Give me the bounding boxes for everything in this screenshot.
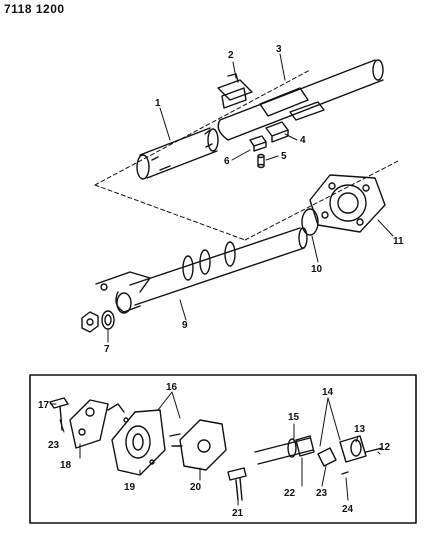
shift-blocks — [249, 121, 289, 152]
callout-24: 24 — [342, 504, 354, 515]
callout-11: 11 — [393, 236, 404, 247]
callout-2: 2 — [228, 50, 234, 61]
steering-shaft — [95, 227, 308, 314]
nut-washer — [81, 310, 115, 333]
cancel-cam-20 — [169, 419, 227, 471]
exploded-boundary — [94, 69, 401, 241]
lock-plate-19 — [111, 409, 166, 476]
callouts-top: 1 2 3 4 5 6 7 9 10 11 — [104, 44, 404, 355]
lower-tube — [136, 127, 219, 180]
callout-13: 13 — [354, 424, 366, 435]
callout-10: 10 — [311, 264, 323, 275]
callout-1: 1 — [155, 98, 161, 109]
callout-12: 12 — [379, 442, 391, 453]
callout-23b: 23 — [316, 488, 328, 499]
flange-plate — [309, 174, 386, 233]
callout-14: 14 — [322, 387, 334, 398]
callout-23a: 23 — [48, 440, 60, 451]
small-pin — [257, 153, 265, 169]
column-jacket — [217, 59, 384, 141]
upper-shaft-assembly — [254, 435, 383, 475]
callout-6: 6 — [224, 156, 230, 167]
callout-7: 7 — [104, 344, 110, 355]
screw-21 — [227, 467, 247, 501]
leader-lines-top — [107, 53, 394, 343]
callout-16: 16 — [166, 382, 178, 393]
callout-3: 3 — [276, 44, 282, 55]
callout-18: 18 — [60, 460, 72, 471]
callout-9: 9 — [182, 320, 188, 331]
lock-plate-assembly — [49, 397, 125, 449]
callout-4: 4 — [300, 135, 306, 146]
detail-box — [29, 374, 417, 524]
callouts-bottom: 12 13 14 15 16 17 18 19 20 21 22 23 23 2… — [38, 382, 391, 519]
lock-bracket — [217, 73, 253, 109]
callout-21: 21 — [232, 508, 244, 519]
callout-5: 5 — [281, 151, 287, 162]
diagram-code: 7118 1200 — [4, 2, 65, 16]
callout-15: 15 — [288, 412, 300, 423]
callout-22: 22 — [284, 488, 296, 499]
snap-ring — [301, 208, 319, 236]
callout-19: 19 — [124, 482, 136, 493]
leader-lines-bottom — [49, 391, 381, 506]
callout-20: 20 — [190, 482, 202, 493]
callout-17: 17 — [38, 400, 50, 411]
